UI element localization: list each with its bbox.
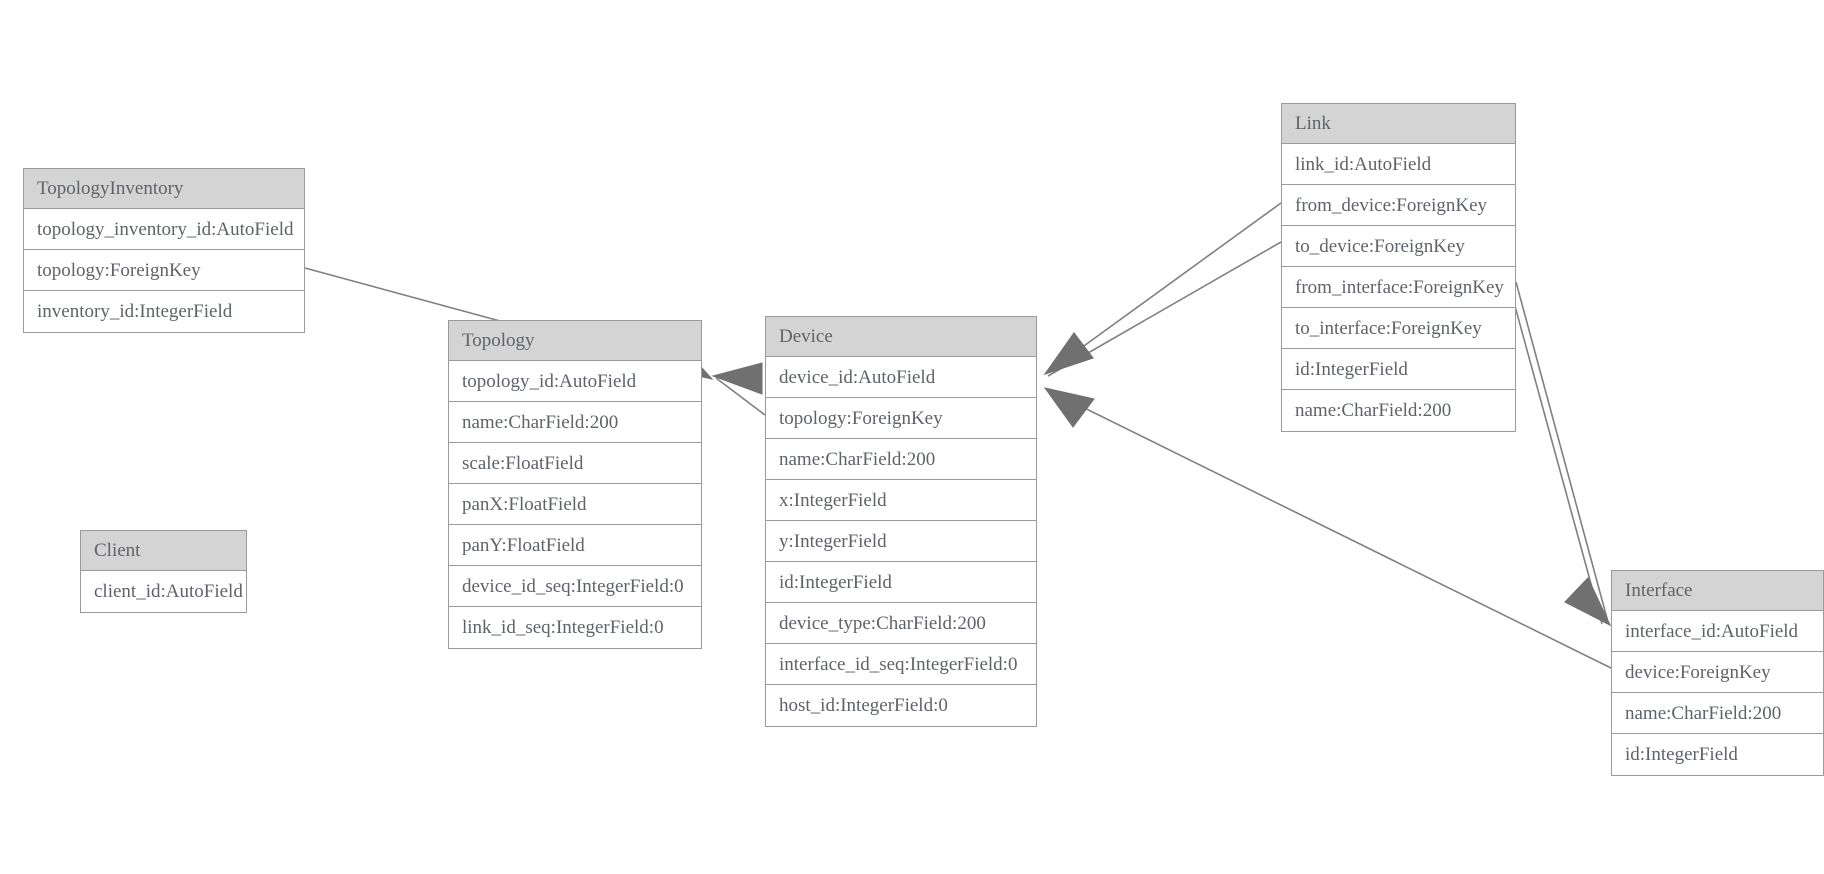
entity-field-row: y:IntegerField <box>766 521 1036 562</box>
entity-field-row: panX:FloatField <box>449 484 701 525</box>
relation-line <box>715 377 766 416</box>
entity-field-row: topology:ForeignKey <box>766 398 1036 439</box>
entity-field-row: to_interface:ForeignKey <box>1282 308 1515 349</box>
relation-link-from-interface <box>1515 281 1612 627</box>
entity-field-row: topology_id:AutoField <box>449 361 701 402</box>
entity-field-row: topology_inventory_id:AutoField <box>24 209 304 250</box>
relation-link-to-interface <box>1509 287 1612 627</box>
relation-line <box>1047 241 1282 377</box>
entity-field-row: name:CharField:200 <box>1612 693 1823 734</box>
relation-line <box>1509 287 1603 625</box>
entity-field-row: name:CharField:200 <box>449 402 701 443</box>
entity-field-row: name:CharField:200 <box>1295 400 1452 421</box>
relation-arrowhead <box>1043 332 1094 375</box>
entity-field-row: id:IntegerField <box>766 562 1036 603</box>
entity-field-row: device_type:CharField:200 <box>766 603 1036 644</box>
entity-title-client: Client <box>81 531 246 571</box>
entity-field-row: scale:FloatField <box>449 443 701 484</box>
entity-field-row: device:ForeignKey <box>1612 652 1823 693</box>
relation-arrowhead <box>1564 577 1612 627</box>
entity-field-row: interface_id:AutoField <box>1612 611 1823 652</box>
relation-line <box>1047 202 1282 373</box>
entity-field-row: client_id:AutoField <box>94 581 243 602</box>
entity-field-row: id:IntegerField <box>1625 744 1738 765</box>
entity-field-row: panY:FloatField <box>449 525 701 566</box>
relation-arrowhead <box>1564 577 1612 627</box>
entity-field-row: x:IntegerField <box>766 480 1036 521</box>
relation-line <box>1515 281 1609 623</box>
relation-arrowhead <box>1043 332 1094 375</box>
relation-link-to-device <box>1043 241 1282 377</box>
entity-field-row: link_id_seq:IntegerField:0 <box>462 617 664 638</box>
entity-title-link: Link <box>1282 104 1515 144</box>
relation-device-topology <box>711 362 766 416</box>
entity-field-row: from_device:ForeignKey <box>1282 185 1515 226</box>
entity-title-interface: Interface <box>1612 571 1823 611</box>
entity-field-row: topology:ForeignKey <box>24 250 304 291</box>
entity-field-row: interface_id_seq:IntegerField:0 <box>766 644 1036 685</box>
entity-field-row: device_id:AutoField <box>766 357 1036 398</box>
entity-field-row: from_interface:ForeignKey <box>1282 267 1515 308</box>
entity-field-row: inventory_id:IntegerField <box>37 301 233 322</box>
entity-field-row: host_id:IntegerField:0 <box>779 695 948 716</box>
relation-arrowhead <box>711 362 763 395</box>
entity-title-topologyinventory: TopologyInventory <box>24 169 304 209</box>
entity-field-row: device_id_seq:IntegerField:0 <box>449 566 701 607</box>
entity-title-topology: Topology <box>449 321 701 361</box>
relation-link-from-device <box>1043 202 1282 375</box>
entity-client[interactable]: Client client_id:AutoField <box>80 530 247 613</box>
entity-field-row: link_id:AutoField <box>1282 144 1515 185</box>
entity-field-row: id:IntegerField <box>1282 349 1515 390</box>
relation-arrowhead <box>1043 387 1095 428</box>
entity-field-row: name:CharField:200 <box>766 439 1036 480</box>
entity-field-row: to_device:ForeignKey <box>1282 226 1515 267</box>
entity-title-device: Device <box>766 317 1036 357</box>
